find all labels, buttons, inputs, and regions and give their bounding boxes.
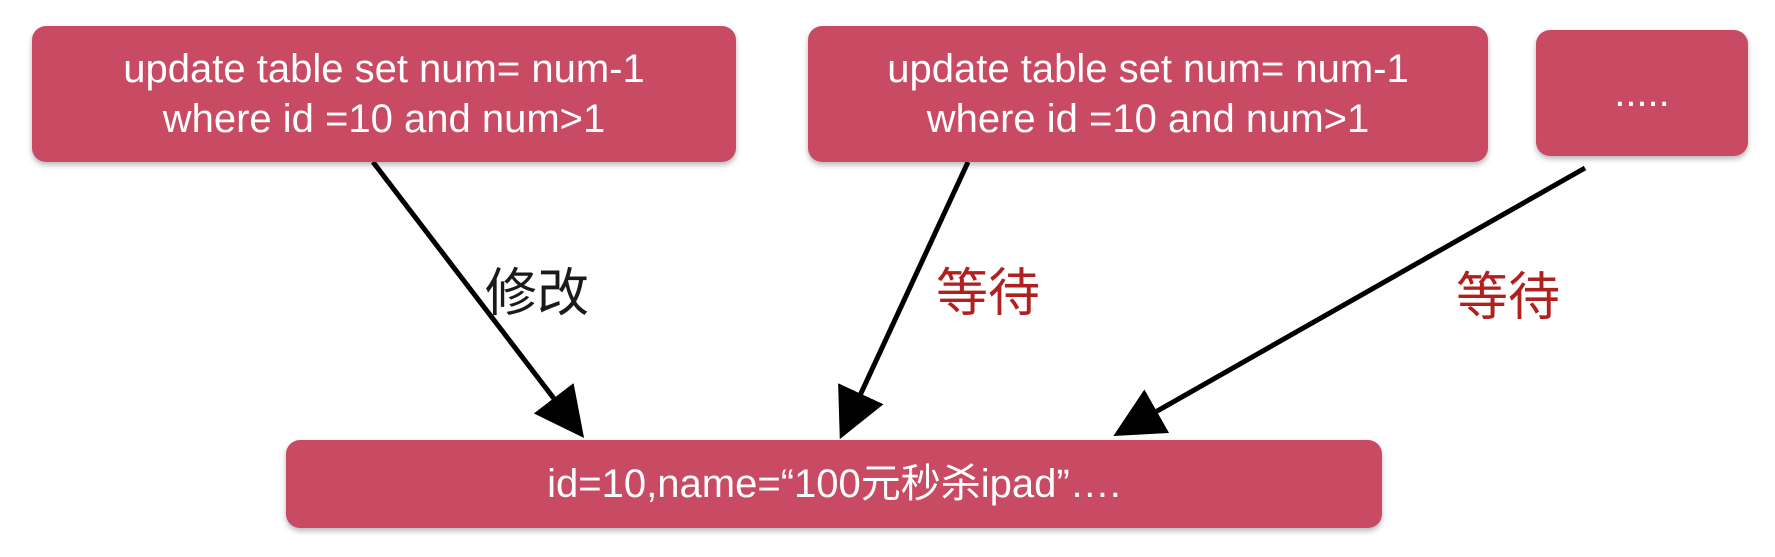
arrow-wait-2 <box>1113 165 1587 436</box>
record-text: id=10,name=“100元秒杀ipad”…. <box>547 462 1121 506</box>
modify-label: 修改 <box>485 264 590 324</box>
query-1-line-1: update table set num= num-1 <box>123 47 645 91</box>
update-query-box-2: update table set num= num-1 where id =10… <box>808 26 1488 162</box>
query-2-line-2: where id =10 and num>1 <box>926 97 1370 141</box>
wait-label-2: 等待 <box>1456 268 1561 328</box>
wait-label-1: 等待 <box>936 264 1041 324</box>
update-query-box-1: update table set num= num-1 where id =10… <box>32 26 736 162</box>
query-2-line-1: update table set num= num-1 <box>887 47 1409 91</box>
arrow-modify <box>371 160 585 438</box>
more-queries-ellipsis: ..... <box>1614 71 1670 115</box>
arrow-wait-1 <box>838 160 971 440</box>
more-queries-box: ..... <box>1536 30 1748 156</box>
record-box: id=10,name=“100元秒杀ipad”…. <box>286 440 1382 528</box>
query-1-line-2: where id =10 and num>1 <box>162 97 606 141</box>
